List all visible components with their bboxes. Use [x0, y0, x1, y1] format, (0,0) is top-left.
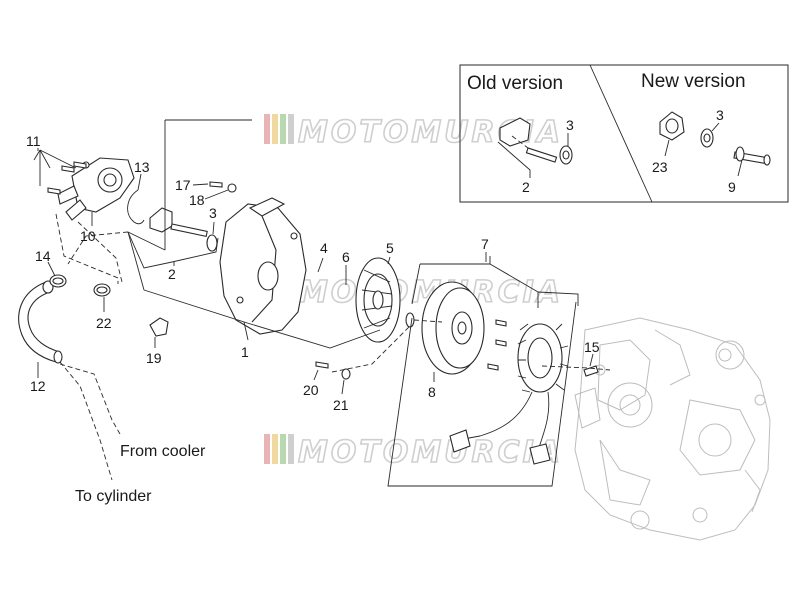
callout-3: 3 [209, 205, 217, 221]
stator-7 [449, 323, 569, 465]
screws-11 [47, 161, 87, 195]
screws-17-18 [209, 181, 237, 193]
callout-1: 1 [241, 344, 249, 360]
callout-10: 10 [80, 228, 96, 244]
leader-lines [33, 119, 611, 487]
callout-5: 5 [386, 240, 394, 256]
old-version-label: Old version [467, 73, 563, 94]
new-impeller-hub [659, 111, 685, 141]
hose-clamp-22 [93, 283, 111, 297]
pump-shaft-2 [149, 207, 218, 252]
inset-frame [459, 64, 789, 203]
flywheel-cover-1 [219, 197, 307, 335]
watermark-bottom: MOTOMURCIA [264, 434, 563, 471]
hose-clamp-14 [49, 274, 67, 288]
watermark-text: MOTOMURCIA [298, 435, 563, 470]
callout-new-3: 3 [716, 107, 724, 123]
callout-20: 20 [303, 382, 319, 398]
new-seal-ring [700, 128, 714, 148]
callout-8: 8 [428, 384, 436, 400]
callout-labels: 11 13 10 14 12 17 18 3 2 22 19 4 6 5 1 7… [26, 133, 600, 413]
pump-cover [57, 157, 135, 221]
callout-21: 21 [333, 397, 349, 413]
inset-divider [589, 64, 653, 203]
callout-6: 6 [342, 249, 350, 265]
old-pump-shaft [499, 117, 573, 165]
callout-2: 2 [168, 266, 176, 282]
callout-old-3: 3 [566, 117, 574, 133]
new-pump-shaft [733, 146, 771, 166]
callout-12: 12 [30, 378, 46, 394]
screw-20-washer-21 [315, 361, 351, 380]
callout-11: 11 [26, 133, 41, 149]
callout-22: 22 [96, 315, 112, 331]
callout-7: 7 [481, 236, 489, 252]
clip-19 [149, 317, 169, 337]
version-inset: Old version New version 3 2 23 [459, 64, 789, 203]
callout-new-23: 23 [652, 159, 668, 175]
callout-13: 13 [134, 159, 150, 175]
flywheel-rotor-8 [421, 281, 485, 375]
callout-14: 14 [35, 248, 51, 264]
stator-screws [487, 319, 507, 371]
callout-4: 4 [320, 240, 328, 256]
callout-15: 15 [584, 339, 600, 355]
watermark-middle: MOTOMURCIA [264, 274, 561, 311]
cooling-fan-5 [355, 257, 401, 343]
new-version-label: New version [641, 71, 746, 92]
callout-new-9: 9 [728, 179, 736, 195]
callout-19: 19 [146, 350, 162, 366]
o-ring-13 [127, 189, 145, 225]
callout-18: 18 [189, 192, 205, 208]
to-cylinder-label: To cylinder [75, 488, 152, 505]
washer-6 [405, 312, 415, 328]
callout-old-2: 2 [522, 179, 530, 195]
crankcase-ghost [574, 317, 771, 541]
from-cooler-label: From cooler [120, 443, 206, 460]
coolant-hose [18, 280, 63, 364]
callout-17: 17 [175, 177, 191, 193]
